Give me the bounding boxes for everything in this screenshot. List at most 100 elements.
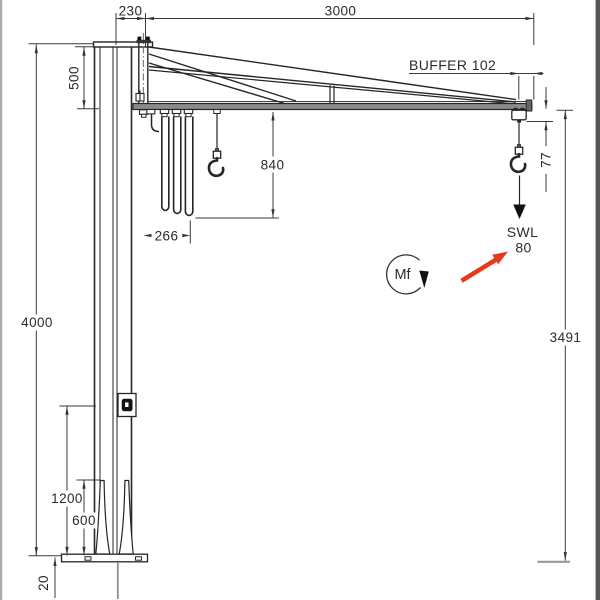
left-edge (0, 0, 3, 600)
arrowhead-icon (271, 209, 275, 218)
arrowhead-icon (145, 16, 154, 21)
red-arrow-shaft (460, 257, 498, 283)
dim-text-500: 500 (67, 66, 82, 90)
tie-rod-short-1 (148, 53, 297, 102)
right-edge (595, 0, 600, 600)
text-mask (259, 156, 287, 173)
festoon-trolley-1 (159, 108, 170, 115)
arrowhead-icon (82, 100, 86, 109)
dim-20: 20 (36, 557, 57, 598)
dim-1200: 1200 (50, 405, 96, 556)
mf-rotation-arrow-icon (419, 270, 429, 288)
dim-text-3000: 3000 (325, 4, 357, 19)
cable-clamp (146, 108, 156, 115)
red-pointer-arrow (460, 251, 508, 283)
arrowhead-icon (137, 16, 146, 21)
swl-label: SWL (507, 224, 539, 240)
text-mask (538, 146, 554, 174)
arrowhead-icon (533, 71, 543, 76)
arrowhead-icon (544, 100, 548, 109)
dim-buffer-102: BUFFER 102 (409, 57, 544, 100)
arrowhead-icon (34, 547, 38, 556)
dim-text-77: 77 (539, 152, 554, 168)
shaft-nut-lower (141, 113, 147, 118)
dim-500: 500 (67, 46, 99, 110)
festoon-trolley-2 (171, 108, 182, 115)
arrowhead-icon (182, 233, 191, 238)
pillar (60, 41, 154, 599)
dim-840: 840 (195, 112, 287, 219)
cable-loop-3 (184, 116, 194, 217)
text-mask (70, 512, 98, 529)
dimensions: 230 3000 BUFFER 102 500 (20, 4, 582, 598)
gusset-left (95, 479, 111, 555)
arrowhead-icon (510, 71, 519, 76)
shaft-bolt-left (137, 36, 142, 40)
festoon-trolley-3 (183, 108, 194, 115)
cable-loop-2 (172, 116, 182, 215)
buffer-label: BUFFER 102 (409, 57, 496, 73)
cable-tail (150, 114, 160, 133)
anchor-mark-right (135, 556, 142, 561)
dim-text-1200: 1200 (51, 491, 83, 506)
text-mask (20, 314, 54, 331)
text-mask (50, 490, 84, 507)
arrowhead-icon (82, 47, 86, 56)
festoon-trolley-1b (161, 113, 168, 118)
shaft-bolt-right (146, 36, 150, 40)
jib-beam (132, 46, 533, 112)
dim-text-600: 600 (72, 513, 96, 528)
end-trolley (511, 109, 527, 121)
tie-rod-long-3 (148, 69, 517, 105)
end-hook-icon (509, 152, 527, 174)
dim-text-840: 840 (261, 158, 285, 173)
arrowhead-icon (53, 557, 57, 566)
dim-230-3000: 230 3000 (115, 4, 535, 47)
arrowhead-icon (34, 44, 38, 54)
shaft-top-plate (136, 39, 151, 44)
festoon-cables (146, 108, 194, 217)
arrowhead-icon (82, 480, 86, 489)
swl-value: 80 (515, 240, 531, 256)
dim-text-266: 266 (155, 229, 179, 244)
festoon-trolley-2b (173, 113, 180, 118)
arrowhead-icon (82, 546, 86, 556)
festoon-trolley-3b (185, 113, 192, 118)
swl-load: SWL 80 (507, 175, 539, 256)
swl-arrow-head-icon (513, 204, 526, 219)
arrowhead-icon (563, 552, 567, 561)
anchor-mark-left (84, 556, 92, 561)
dim-600: 600 (70, 479, 100, 556)
mid-hook (207, 109, 225, 178)
dim-3491: 3491 (537, 109, 582, 563)
dim-77: 77 (526, 87, 554, 192)
dim-text-230: 230 (119, 4, 143, 19)
dim-text-20: 20 (36, 575, 51, 591)
tie-rod-long-2 (148, 65, 517, 103)
mid-hook-icon (207, 156, 225, 178)
arrowhead-icon (116, 16, 125, 21)
tie-rod-short-2 (148, 62, 289, 106)
mf-circle-arc-icon (385, 254, 421, 295)
end-trolley-wheel-right (520, 107, 525, 111)
dim-text-4000: 4000 (21, 315, 53, 330)
end-trolley-eye (517, 119, 521, 123)
beam-end-cap (525, 99, 533, 112)
arrowhead-icon (563, 110, 567, 120)
arrowhead-icon (525, 16, 534, 21)
text-mask (549, 329, 582, 346)
mf-rotation-symbol: Mf (385, 254, 429, 295)
arrowhead-icon (271, 112, 275, 121)
mf-label: Mf (394, 267, 411, 283)
arrowhead-icon (65, 406, 69, 415)
arrowhead-icon (544, 121, 548, 131)
dim-text-3491: 3491 (550, 330, 582, 345)
tie-rod-long-1 (148, 46, 517, 101)
mid-hook-hanger (213, 109, 221, 114)
pillar-cap-plate (92, 41, 154, 48)
red-arrow-head-icon (492, 251, 508, 265)
end-hoist-hook (509, 107, 527, 174)
